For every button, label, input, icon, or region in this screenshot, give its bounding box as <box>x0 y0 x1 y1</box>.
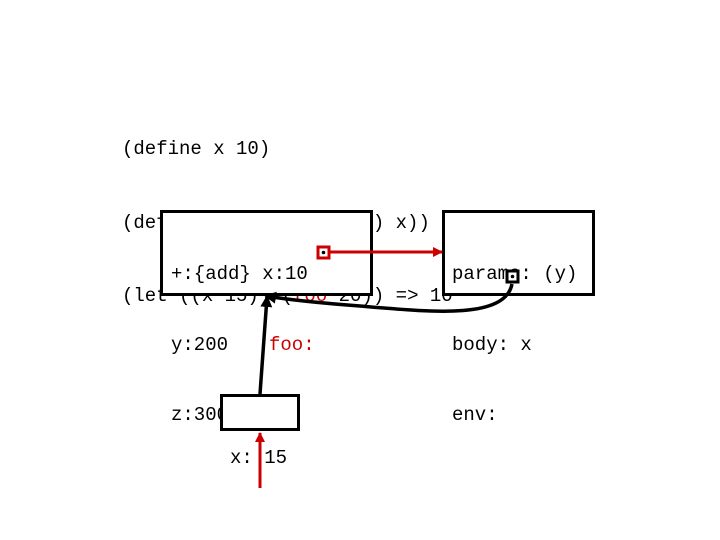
global-frame-row-2: y:200 foo: <box>171 334 370 358</box>
local-to-global-arrow <box>258 295 273 395</box>
closure-body: body: x <box>452 333 532 356</box>
closure-object: params: (y) body: x env: <box>442 210 595 426</box>
binding-y: y:200 <box>171 333 229 356</box>
closure-env: env: <box>452 404 498 426</box>
binding-foo: foo: <box>269 333 315 356</box>
foo-pointer-dot <box>321 250 326 255</box>
code-line-let: (let ((x 15)) (foo 20)) => 10 <box>122 284 453 309</box>
let-environment-frame: x: 15 <box>220 394 300 469</box>
env-to-global-arrow <box>264 283 514 313</box>
env-pointer-dot <box>510 274 515 279</box>
global-frame-row-1: +:{add} x:10 <box>171 263 308 285</box>
code-line-define-x: (define x 10) <box>122 138 271 160</box>
binding-local-x: x: 15 <box>230 447 288 469</box>
binding-z: z:300 <box>171 404 229 426</box>
